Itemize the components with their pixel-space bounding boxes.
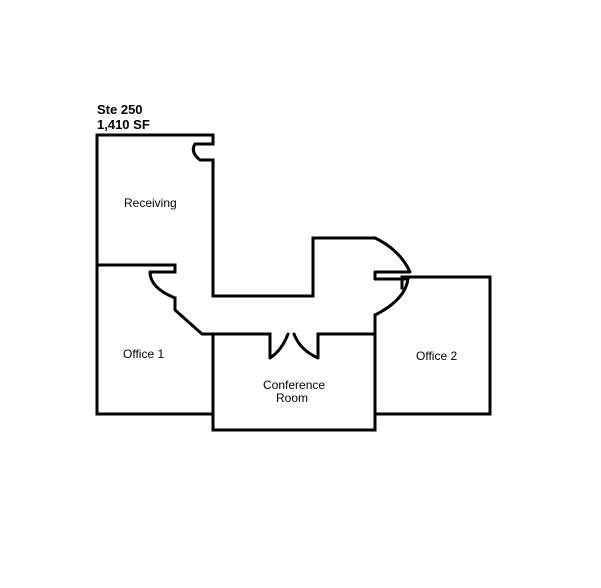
office1-top-wall bbox=[95, 263, 177, 274]
suite-area: 1,410 SF bbox=[97, 117, 150, 132]
conference-walls bbox=[211, 332, 377, 432]
room-label-office-1: Office 1 bbox=[123, 347, 165, 361]
room-label-receiving: Receiving bbox=[124, 196, 177, 210]
receiving-top-wall bbox=[95, 133, 215, 267]
office2-walls bbox=[373, 275, 492, 416]
room-label-conference-line2: Room bbox=[276, 391, 309, 405]
conference-door-right bbox=[292, 332, 320, 360]
room-label-conference-line1: Conference bbox=[263, 378, 326, 392]
conference-door-left bbox=[268, 332, 290, 360]
office1-door bbox=[148, 270, 177, 300]
suite-name: Ste 250 bbox=[97, 102, 143, 117]
hallway-diagonal-wall bbox=[173, 296, 215, 336]
office1-walls bbox=[95, 263, 215, 416]
receiving-walls bbox=[211, 158, 377, 298]
office2-door bbox=[373, 277, 410, 317]
hallway-door-upper bbox=[373, 236, 412, 281]
room-label-office-2: Office 2 bbox=[416, 349, 458, 363]
receiving-door bbox=[191, 142, 215, 162]
